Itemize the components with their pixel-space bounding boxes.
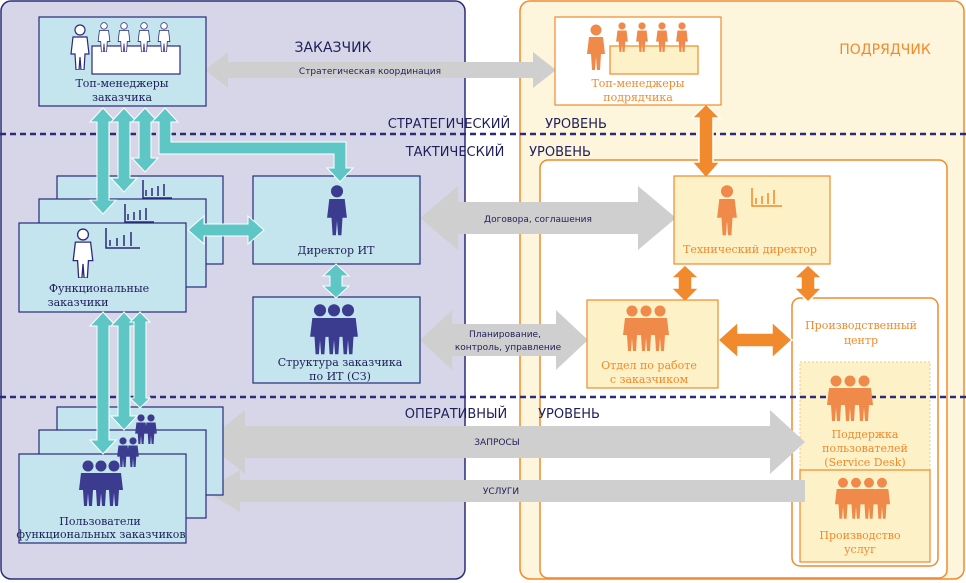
production-label-1: Производство	[819, 529, 901, 542]
tech-chart-icon	[751, 188, 782, 207]
support-label-3: (Service Desk)	[824, 456, 905, 469]
customer-top-managers-icon	[70, 22, 181, 75]
strategic-level-label-b: УРОВЕНЬ	[545, 117, 607, 132]
client-dept-box	[586, 299, 719, 389]
planning-arrow	[420, 310, 588, 370]
users-label-1: Пользователи	[59, 515, 140, 528]
contractor-top-managers-icon	[587, 22, 699, 75]
services-arrow	[205, 470, 805, 512]
strategic-level-label-a: СТРАТЕГИЧЕСКИЙ	[388, 116, 510, 132]
tactical-level-label-b: УРОВЕНЬ	[529, 145, 591, 160]
support-label-2: пользователей	[822, 442, 908, 455]
client-dept-label-2: с заказчиком	[610, 373, 689, 386]
production-label-2: услуг	[844, 543, 876, 556]
customer-top-managers-label-2: заказчика	[92, 91, 152, 104]
planning-arrow-label-2: контроль, управление	[455, 343, 562, 353]
teal-vertical-arrows	[88, 107, 355, 455]
contracts-arrow	[420, 186, 676, 250]
strategic-coordination-arrow	[205, 52, 556, 88]
strategic-arrow-label: Стратегическая координация	[299, 67, 441, 77]
dept-to-prod-arrow	[716, 320, 794, 360]
planning-arrow-label-1: Планирование,	[469, 330, 541, 340]
chart-icon	[105, 180, 172, 249]
operational-level-label-a: ОПЕРАТИВНЫЙ	[405, 406, 508, 422]
it-director-label: Директор ИТ	[298, 244, 376, 257]
customer-top-managers-label-1: Топ-менеджеры	[75, 77, 168, 90]
tech-to-prod-arrow	[792, 263, 824, 304]
prod-center-label-1: Производственный	[805, 319, 917, 332]
customer-title: ЗАКАЗЧИК	[294, 40, 371, 56]
tactical-level-label-a: ТАКТИЧЕСКИЙ	[405, 144, 505, 160]
services-arrow-label: УСЛУГИ	[483, 487, 519, 497]
it-structure-label-1: Структура заказчика	[278, 356, 403, 369]
functional-customers-box	[18, 222, 187, 313]
contractor-top-managers-label-2: подрядчика	[603, 91, 673, 104]
it-structure-label-2: по ИТ (СЗ)	[309, 370, 371, 383]
contracts-arrow-label: Договора, соглашения	[484, 215, 592, 225]
users-label-2: функциональных заказчиков	[16, 528, 185, 541]
prod-center-label-2: центр	[844, 334, 878, 347]
requests-arrow-label: ЗАПРОСЫ	[474, 438, 519, 448]
contractor-title: ПОДРЯДЧИК	[839, 42, 931, 58]
client-dept-label-1: Отдел по работе	[601, 359, 697, 372]
functional-label-2: заказчики	[48, 296, 109, 309]
tech-director-label: Технический директор	[683, 243, 817, 256]
contractor-top-managers-label-1: Топ-менеджеры	[591, 77, 684, 90]
support-label-1: Поддержка	[832, 428, 899, 441]
requests-arrow	[205, 410, 805, 474]
functional-label-1: Функциональные	[49, 282, 149, 295]
operational-level-label-b: УРОВЕНЬ	[538, 407, 600, 422]
